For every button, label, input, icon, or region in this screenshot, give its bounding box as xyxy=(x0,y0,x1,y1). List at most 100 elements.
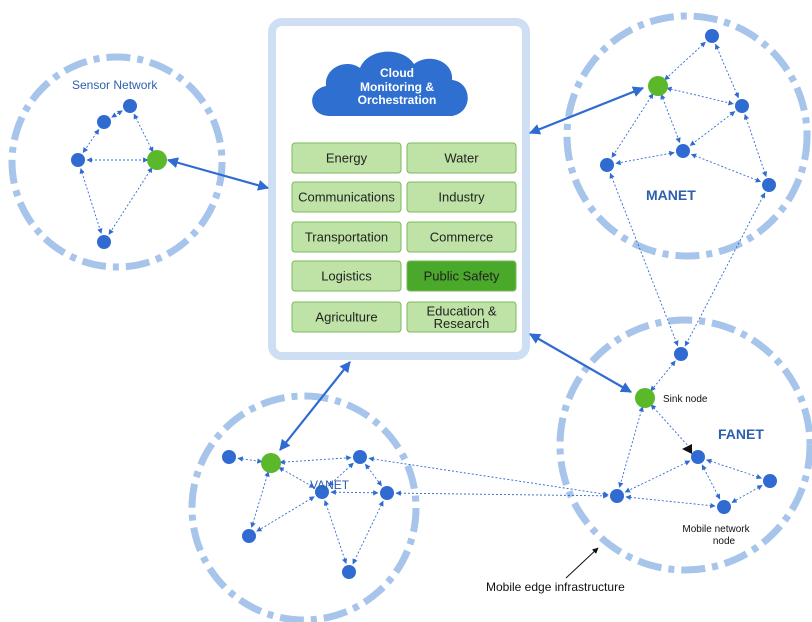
network-link xyxy=(79,168,103,234)
fanet-label: FANET xyxy=(718,426,764,442)
sector-transportation: Transportation xyxy=(291,221,402,253)
network-link xyxy=(82,128,100,154)
sector-label: Agriculture xyxy=(315,310,377,325)
network-link xyxy=(250,471,270,528)
node-icon xyxy=(735,99,749,113)
node-icon xyxy=(222,450,236,464)
network-link xyxy=(650,360,676,392)
network-link xyxy=(256,496,315,532)
sector-box xyxy=(406,260,517,292)
network-link xyxy=(395,490,609,499)
network-link xyxy=(666,86,734,106)
sector-label: Energy xyxy=(326,151,368,166)
network-link xyxy=(352,500,384,565)
sector-education-research: Education &Research xyxy=(406,301,517,333)
network-link xyxy=(279,455,352,465)
cloud-label-line-1: Cloud xyxy=(380,66,414,80)
network-link xyxy=(609,172,679,347)
sector-label: Education & xyxy=(426,303,496,318)
manet-ring xyxy=(563,12,811,260)
node-icon xyxy=(600,158,614,172)
network-link xyxy=(650,404,693,451)
node-icon xyxy=(97,235,111,249)
cloud-icon xyxy=(312,51,468,116)
mobile-node-annotation-line-1: Mobile network xyxy=(682,524,750,535)
sector-box xyxy=(406,181,517,213)
sink-node-icon xyxy=(261,453,281,473)
node-icon xyxy=(717,500,731,514)
sector-public-safety: Public Safety xyxy=(406,260,517,292)
node-icon xyxy=(342,565,356,579)
sector-industry: Industry xyxy=(406,181,517,213)
network-link xyxy=(611,93,654,158)
manet-label: MANET xyxy=(646,187,696,203)
node-icon xyxy=(762,178,776,192)
network-link xyxy=(625,494,716,509)
sector-box xyxy=(291,221,402,253)
fanet-cloud-arrow xyxy=(529,333,632,393)
network-link xyxy=(111,110,123,118)
sensor-network-label: Sensor Network xyxy=(72,78,158,92)
node-icon xyxy=(705,29,719,43)
sector-label: Research xyxy=(434,316,490,331)
node-icon xyxy=(315,485,329,499)
network-link xyxy=(330,489,379,496)
sector-label: Public Safety xyxy=(424,269,500,284)
network-link xyxy=(615,150,675,166)
node-icon xyxy=(97,115,111,129)
sector-communications: Communications xyxy=(291,181,402,213)
network-link xyxy=(743,114,768,177)
mobile-node-pointer-icon xyxy=(682,444,692,454)
node-icon xyxy=(676,144,690,158)
sector-energy: Energy xyxy=(291,142,402,174)
network-link xyxy=(660,93,681,144)
sector-box xyxy=(291,142,402,174)
vanet-cloud-arrow xyxy=(279,361,351,451)
cloud-label-line-3: Orchestration xyxy=(358,93,437,107)
node-icon xyxy=(674,347,688,361)
network-link xyxy=(664,41,706,81)
sector-box xyxy=(406,142,517,174)
node-icon xyxy=(380,486,394,500)
network-link xyxy=(714,43,740,99)
mobile-node-annotation-line-2: node xyxy=(713,536,736,547)
network-link xyxy=(108,167,153,235)
sector-label: Commerce xyxy=(430,230,494,245)
network-link xyxy=(684,192,766,347)
manet-cloud-arrow xyxy=(528,86,645,135)
sector-box xyxy=(406,221,517,253)
vanet-label: VANET xyxy=(310,478,350,492)
sector-box xyxy=(291,260,402,292)
sector-label: Water xyxy=(444,151,479,166)
network-link xyxy=(618,406,644,488)
sector-box xyxy=(291,181,402,213)
node-icon xyxy=(242,529,256,543)
sink-node-icon xyxy=(635,388,655,408)
sector-box xyxy=(291,301,402,333)
sector-label: Transportation xyxy=(305,230,388,245)
network-link xyxy=(237,456,263,464)
sector-label: Logistics xyxy=(321,269,372,284)
sector-label: Communications xyxy=(298,190,395,205)
sector-water: Water xyxy=(406,142,517,174)
sink-node-icon xyxy=(648,76,668,96)
network-link xyxy=(690,153,762,183)
network-link xyxy=(706,458,762,480)
sector-agriculture: Agriculture xyxy=(291,301,402,333)
network-link xyxy=(368,456,609,497)
sink-node-icon xyxy=(147,150,167,170)
edge-infrastructure-pointer xyxy=(565,547,599,579)
sector-box xyxy=(406,301,517,333)
network-link xyxy=(731,485,763,503)
node-icon xyxy=(763,474,777,488)
node-icon xyxy=(691,450,705,464)
network-link xyxy=(365,463,382,487)
edge-infrastructure-annotation: Mobile edge infrastructure xyxy=(486,580,625,594)
node-icon xyxy=(71,153,85,167)
node-icon xyxy=(353,450,367,464)
cloud-label-line-2: Monitoring & xyxy=(360,80,434,94)
node-icon xyxy=(123,99,137,113)
network-link xyxy=(701,464,721,500)
sensor-cloud-arrow xyxy=(166,157,270,191)
